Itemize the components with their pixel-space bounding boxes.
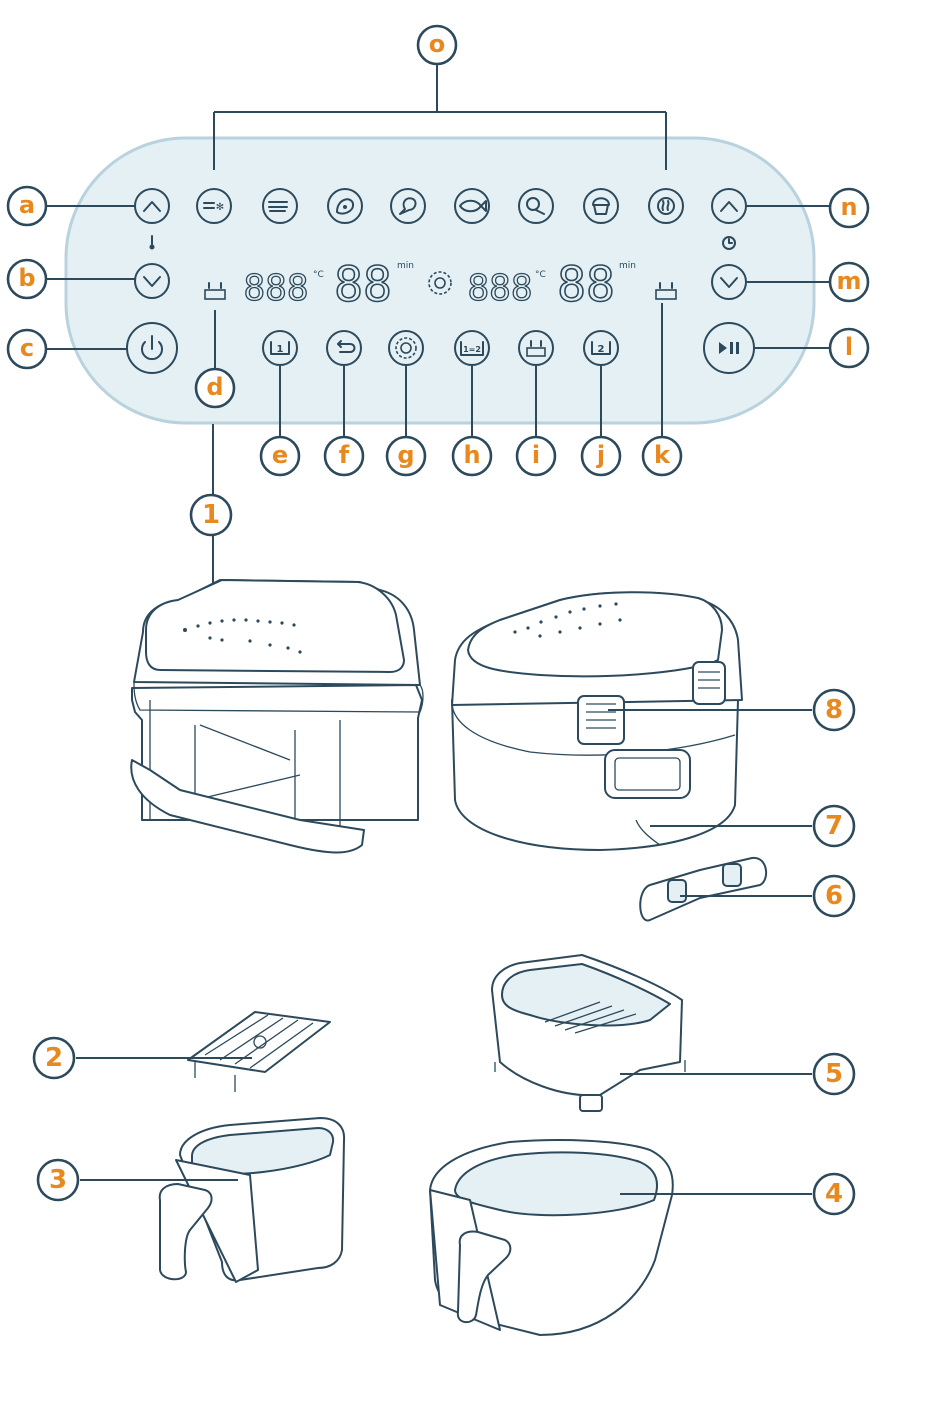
callout-f: f — [325, 437, 363, 475]
callout-e: e — [261, 437, 299, 475]
airfryer-front-view — [131, 580, 423, 853]
callout-1: 1 — [191, 495, 231, 535]
svg-text:2: 2 — [45, 1043, 63, 1073]
callout-i: i — [517, 437, 555, 475]
dual-sync-button[interactable] — [389, 331, 423, 365]
up-temp-button[interactable] — [135, 189, 169, 223]
up-time-button[interactable] — [712, 189, 746, 223]
svg-text:1: 1 — [202, 500, 220, 530]
back-button[interactable] — [327, 331, 361, 365]
svg-text:m: m — [836, 267, 861, 295]
play-pause-button[interactable] — [704, 323, 754, 373]
left-temp-display: 888 — [243, 268, 308, 309]
callout-j: j — [582, 437, 620, 475]
callout-k: k — [643, 437, 681, 475]
callout-n: n — [830, 189, 868, 227]
left-time-unit: min — [397, 261, 414, 271]
callout-2: 2 — [34, 1038, 74, 1078]
svg-text:8: 8 — [825, 695, 843, 725]
svg-text:3: 3 — [49, 1165, 67, 1195]
svg-text:l: l — [845, 333, 853, 361]
callout-l: l — [830, 329, 868, 367]
svg-text:i: i — [532, 441, 540, 469]
zone-2-button[interactable]: 2 — [584, 331, 618, 365]
svg-text:4: 4 — [825, 1179, 843, 1209]
svg-text:b: b — [18, 264, 35, 292]
cord-clip-part — [640, 858, 766, 921]
callout-h: h — [453, 437, 491, 475]
callout-3: 3 — [38, 1160, 78, 1200]
callout-o: o — [418, 26, 456, 64]
right-temp-display: 888 — [467, 268, 532, 309]
vegetables-icon[interactable] — [519, 189, 553, 223]
svg-text:j: j — [596, 441, 605, 469]
callout-b: b — [8, 260, 46, 298]
callout-6: 6 — [814, 876, 854, 916]
svg-text:k: k — [654, 441, 671, 469]
svg-text:c: c — [20, 334, 34, 362]
zone-1-button[interactable]: 1 — [263, 331, 297, 365]
callout-a: a — [8, 187, 46, 225]
left-temp-unit: °C — [313, 270, 324, 280]
large-basket — [430, 1140, 673, 1335]
muffin-icon[interactable] — [584, 189, 618, 223]
frozen-fries-icon[interactable]: ✻ — [197, 189, 231, 223]
drumstick-icon[interactable] — [391, 189, 425, 223]
airfryer-back-view — [452, 592, 742, 850]
keep-warm-icon[interactable] — [649, 189, 683, 223]
shake-reminder-button[interactable] — [519, 331, 553, 365]
match-button[interactable]: 1=2 — [455, 331, 489, 365]
down-temp-button[interactable] — [135, 264, 169, 298]
svg-text:1: 1 — [277, 344, 284, 355]
svg-text:✻: ✻ — [216, 202, 224, 213]
callout-d: d — [196, 369, 234, 407]
right-time-unit: min — [619, 261, 636, 271]
svg-text:g: g — [397, 441, 414, 469]
crisper-plate-small — [188, 1012, 330, 1092]
svg-text:5: 5 — [825, 1059, 843, 1089]
right-time-display: 88 — [557, 257, 615, 313]
callout-g: g — [387, 437, 425, 475]
callout-7: 7 — [814, 806, 854, 846]
callout-m: m — [830, 263, 868, 301]
callout-5: 5 — [814, 1054, 854, 1094]
callout-8: 8 — [814, 690, 854, 730]
svg-text:1=2: 1=2 — [463, 345, 481, 354]
down-time-button[interactable] — [712, 265, 746, 299]
steak-icon[interactable] — [328, 189, 362, 223]
fish-icon[interactable] — [455, 189, 489, 223]
small-basket — [160, 1118, 344, 1282]
svg-text:a: a — [19, 191, 35, 219]
callout-c: c — [8, 330, 46, 368]
fries-icon[interactable] — [263, 189, 297, 223]
callout-4: 4 — [814, 1174, 854, 1214]
large-basket-insert — [492, 955, 685, 1111]
svg-text:6: 6 — [825, 881, 843, 911]
svg-text:o: o — [429, 30, 446, 58]
control-panel — [66, 138, 814, 423]
right-temp-unit: °C — [535, 270, 546, 280]
left-time-display: 88 — [334, 257, 392, 313]
svg-text:e: e — [272, 441, 288, 469]
svg-text:f: f — [339, 441, 350, 469]
svg-text:d: d — [206, 373, 223, 401]
power-button[interactable] — [127, 323, 177, 373]
svg-text:n: n — [840, 193, 857, 221]
svg-text:2: 2 — [598, 344, 605, 355]
svg-text:h: h — [463, 441, 480, 469]
svg-text:7: 7 — [825, 811, 843, 841]
